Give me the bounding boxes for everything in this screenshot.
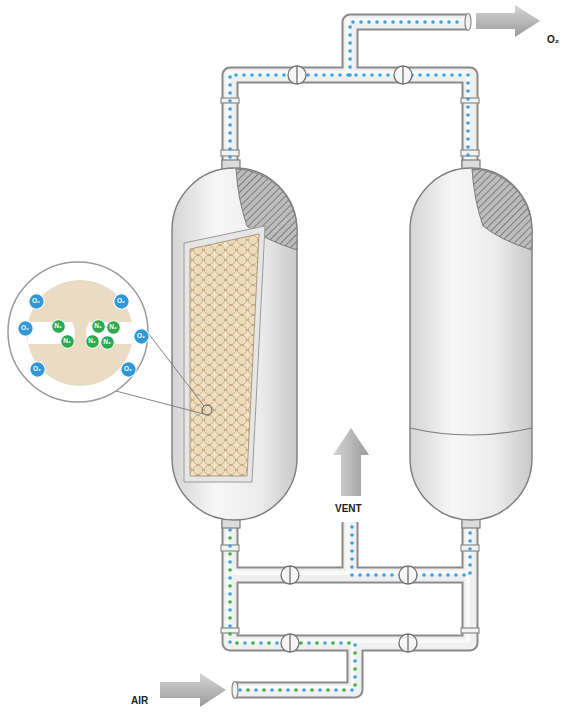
valve-stem bbox=[289, 566, 290, 584]
molecule-label: N₂ bbox=[60, 334, 75, 349]
molecule-label: N₂ bbox=[85, 334, 100, 349]
air-flow-nitrogen bbox=[230, 525, 355, 690]
molecule-shape bbox=[51, 319, 65, 333]
molecule-label: O₂ bbox=[120, 361, 137, 378]
molecule-shape bbox=[106, 320, 120, 334]
valve bbox=[399, 634, 417, 652]
left-tank bbox=[172, 160, 297, 528]
right-tank bbox=[410, 160, 532, 528]
pipe-end bbox=[465, 14, 471, 31]
pipe-collar bbox=[461, 150, 479, 156]
molecule-circle: N₂ bbox=[51, 319, 66, 334]
adsorber-vessel bbox=[410, 168, 532, 520]
molecule-shape bbox=[100, 335, 114, 349]
magnifier bbox=[8, 262, 204, 414]
molecule-circle: O₂ bbox=[29, 361, 46, 378]
valve-stem bbox=[289, 634, 290, 652]
flow-label: VENT bbox=[335, 504, 362, 514]
molecule-shape bbox=[17, 320, 32, 335]
molecule-circle: O₂ bbox=[28, 293, 45, 310]
valve-stem bbox=[402, 66, 403, 84]
sieve-particle bbox=[27, 280, 133, 386]
molecule-label: O₂ bbox=[29, 361, 46, 378]
vent-arrow bbox=[333, 428, 369, 496]
molecule-shape bbox=[91, 319, 105, 333]
molecule-shape bbox=[85, 334, 99, 348]
molecule-circle: N₂ bbox=[60, 334, 75, 349]
hatched-dome bbox=[472, 169, 532, 250]
valve-stem bbox=[407, 634, 408, 652]
molecule-label: N₂ bbox=[106, 320, 121, 335]
bed-level-line bbox=[410, 428, 532, 435]
valve bbox=[281, 634, 299, 652]
molecule-label: O₂ bbox=[113, 293, 130, 310]
molecule-shape bbox=[133, 328, 148, 343]
valve-stem bbox=[296, 66, 297, 84]
pipe-collar bbox=[221, 150, 239, 156]
flow-label: AIR bbox=[131, 696, 148, 706]
molecule-circle: N₂ bbox=[91, 319, 106, 334]
valve bbox=[394, 66, 412, 84]
molecule-label: N₂ bbox=[51, 319, 66, 334]
sieve-bed bbox=[190, 234, 259, 476]
molecule-circle: O₂ bbox=[113, 293, 130, 310]
valve bbox=[399, 566, 417, 584]
molecule-circle: O₂ bbox=[120, 361, 137, 378]
molecule-circle: N₂ bbox=[106, 320, 121, 335]
pipe-end bbox=[232, 682, 238, 699]
oxygen-flow bbox=[230, 22, 468, 165]
molecule-shape bbox=[60, 334, 74, 348]
molecule-label: N₂ bbox=[91, 319, 106, 334]
flow-label: O₂ bbox=[547, 35, 559, 45]
air-flow-oxygen bbox=[230, 525, 355, 690]
valve bbox=[281, 566, 299, 584]
pipe-collar bbox=[461, 98, 479, 103]
molecule-label: N₂ bbox=[100, 335, 115, 350]
pipe-collar bbox=[461, 628, 479, 633]
molecule-circle: O₂ bbox=[133, 328, 150, 345]
molecule-shape bbox=[29, 361, 44, 376]
molecule-circle: O₂ bbox=[17, 320, 34, 337]
molecule-shape bbox=[120, 361, 135, 376]
molecule-label: O₂ bbox=[133, 328, 150, 345]
cutaway-rim bbox=[184, 226, 265, 482]
outlet-arrow bbox=[476, 5, 540, 37]
adsorber-vessel bbox=[172, 168, 297, 520]
molecule-shape bbox=[113, 293, 128, 308]
leader-line bbox=[112, 390, 204, 414]
valve bbox=[288, 66, 306, 84]
molecule-label: O₂ bbox=[28, 293, 45, 310]
molecule-label: O₂ bbox=[17, 320, 34, 337]
molecule-circle: N₂ bbox=[100, 335, 115, 350]
valves bbox=[281, 66, 417, 652]
inlet-arrow bbox=[160, 673, 226, 707]
magnifier-lens bbox=[8, 262, 148, 402]
molecule-circle: N₂ bbox=[85, 334, 100, 349]
molecule-shape bbox=[28, 293, 43, 308]
valve-stem bbox=[407, 566, 408, 584]
